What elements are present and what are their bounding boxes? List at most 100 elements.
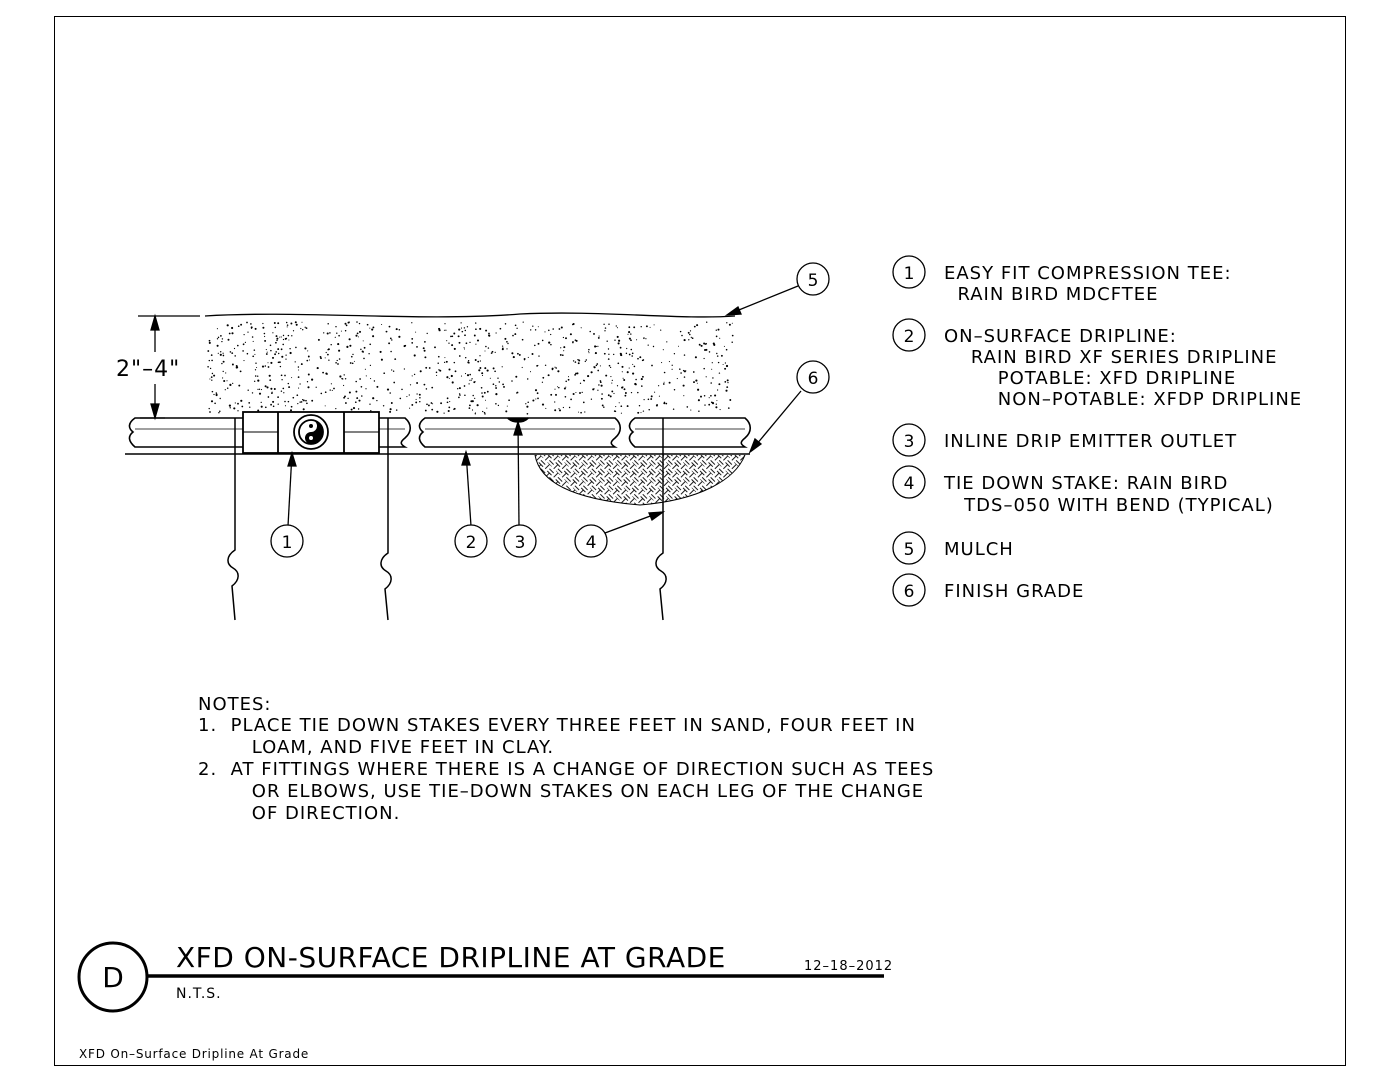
mulch-dot — [628, 337, 631, 340]
mulch-dot — [403, 368, 406, 370]
mulch-dot — [637, 411, 640, 414]
mulch-dot — [294, 361, 296, 363]
mulch-dot — [285, 358, 287, 360]
mulch-dot — [335, 408, 337, 410]
legend-item-3: 3 INLINE DRIP EMITTER OUTLET — [892, 423, 1236, 457]
mulch-dot — [698, 410, 700, 412]
mulch-dot — [574, 361, 577, 363]
mulch-dot — [633, 365, 636, 368]
mulch-dot — [287, 334, 290, 337]
mulch-dot — [399, 397, 402, 400]
mulch-dot — [485, 329, 488, 332]
mulch-dot — [287, 382, 290, 385]
mulch-dot — [343, 384, 345, 387]
mulch-dot — [306, 402, 308, 405]
mulch-dot — [346, 345, 349, 348]
mulch-dot — [274, 353, 277, 356]
mulch-dot — [286, 324, 289, 326]
mulch-dot — [282, 387, 285, 390]
mulch-dot — [464, 334, 466, 337]
mulch-dot — [233, 347, 236, 350]
mulch-dot — [603, 406, 605, 408]
svg-text:6: 6 — [808, 369, 819, 389]
mulch-dot — [560, 347, 562, 349]
note-line: LOAM, AND FIVE FEET IN CLAY. — [198, 737, 554, 758]
mulch-dot — [716, 389, 719, 391]
mulch-dot — [550, 393, 553, 396]
mulch-dot — [231, 332, 234, 335]
svg-text:1: 1 — [904, 264, 915, 284]
mulch-dot — [727, 382, 729, 384]
mulch-dot — [424, 409, 427, 412]
mulch-dot — [221, 340, 223, 343]
mulch-dot — [724, 362, 727, 364]
mulch-dot — [726, 322, 728, 324]
mulch-dot — [343, 374, 345, 376]
mulch-dot — [355, 390, 358, 393]
mulch-dot — [392, 370, 395, 372]
mulch-dot — [534, 344, 536, 347]
mulch-dot — [558, 409, 562, 412]
callout-1: 1 — [270, 524, 304, 558]
mulch-dot — [567, 376, 570, 378]
mulch-dot — [277, 352, 280, 355]
leader-lines — [287, 285, 802, 534]
mulch-dot — [209, 411, 211, 413]
mulch-dot — [612, 353, 615, 356]
mulch-dot — [362, 351, 365, 353]
mulch-dot — [529, 371, 532, 373]
mulch-dot — [373, 380, 376, 382]
mulch-dot — [364, 368, 366, 370]
mulch-dot — [710, 382, 712, 384]
mulch-dot — [600, 384, 603, 387]
mulch-dot — [279, 361, 281, 364]
mulch-dot — [463, 347, 465, 349]
mulch-dot — [257, 379, 260, 382]
mulch-dot — [340, 330, 342, 332]
mulch-dot — [419, 400, 421, 403]
mulch-dot — [439, 369, 442, 372]
mulch-dot — [515, 375, 518, 378]
mulch-dot — [502, 383, 504, 386]
mulch-dot — [658, 395, 660, 397]
callout-3: 3 — [503, 524, 537, 558]
mulch-dot — [469, 341, 471, 344]
mulch-dot — [554, 388, 556, 390]
mulch-dot — [226, 380, 228, 382]
mulch-dot — [565, 337, 567, 340]
mulch-dot — [504, 337, 507, 340]
mulch-dot — [264, 385, 267, 388]
mulch-dot — [614, 339, 616, 341]
callout-5: 5 — [796, 262, 830, 296]
mulch-dot — [357, 408, 360, 410]
mulch-dot — [288, 339, 290, 341]
mulch-dot — [473, 334, 476, 337]
mulch-dot — [696, 382, 698, 384]
mulch-dot — [447, 409, 450, 413]
mulch-dot — [633, 326, 636, 329]
mulch-dot — [363, 346, 366, 349]
mulch-dot — [541, 381, 544, 383]
mulch-dot — [621, 371, 623, 373]
mulch-dot — [593, 332, 595, 335]
mulch-dot — [423, 383, 426, 386]
mulch-dot — [719, 337, 721, 339]
mulch-dot — [335, 325, 337, 328]
mulch-dot — [471, 400, 474, 403]
mulch-dot — [415, 331, 417, 333]
mulch-dot — [325, 372, 328, 375]
mulch-dot — [237, 344, 239, 347]
mulch-dot — [355, 334, 358, 337]
mulch-dot — [576, 372, 579, 375]
mulch-dot — [691, 337, 694, 340]
mulch-dot — [451, 344, 454, 347]
mulch-dot — [541, 339, 544, 342]
mulch-dot — [703, 395, 706, 397]
mulch-dot — [467, 359, 470, 362]
mulch-dot — [300, 401, 303, 403]
mulch-dot — [558, 408, 560, 410]
mulch-dot — [305, 399, 307, 402]
mulch-dot — [247, 389, 249, 391]
callout-4: 4 — [574, 524, 608, 558]
detail-letter: D — [102, 961, 124, 994]
